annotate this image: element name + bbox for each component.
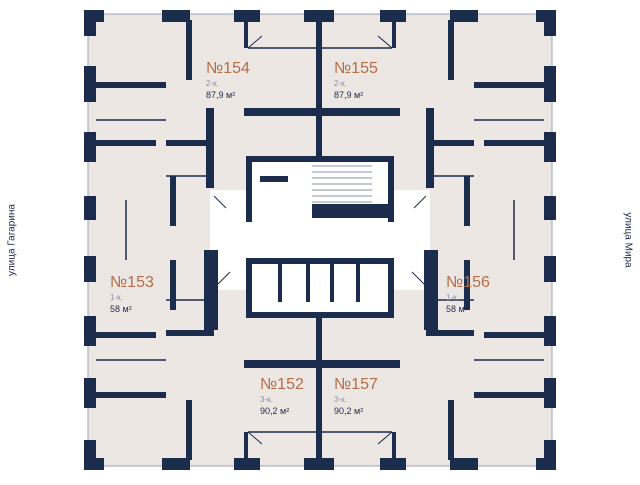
apartment-area: 87,9 м² (206, 90, 236, 100)
apartment-type: 3-к. (260, 395, 273, 404)
apartment-156[interactable]: №156 1-к. 58 м² (446, 274, 490, 315)
apartment-number: №156 (446, 274, 490, 291)
apartment-area: 90,2 м² (334, 406, 364, 416)
apartment-number: №157 (334, 376, 378, 393)
apartment-154[interactable]: №154 2-к. 87,9 м² (206, 60, 250, 101)
apartment-number: №152 (260, 376, 304, 393)
apartment-type: 2-к. (334, 79, 347, 88)
partitions (96, 47, 544, 433)
apartment-number: №153 (110, 274, 154, 291)
walls (84, 10, 556, 470)
apartment-area: 87,9 м² (334, 90, 364, 100)
apartment-type: 2-к. (206, 79, 219, 88)
apartment-area: 90,2 м² (260, 406, 290, 416)
staircase (312, 165, 372, 203)
apartment-153[interactable]: №153 1-к. 58 м² (110, 274, 154, 315)
apartment-number: №155 (334, 60, 378, 77)
apartment-area: 58 м² (446, 304, 468, 314)
apartment-area: 58 м² (110, 304, 132, 314)
elevator-block (246, 262, 394, 318)
apartment-type: 3-к. (334, 395, 347, 404)
apartment-157[interactable]: №157 3-к. 90,2 м² (334, 376, 378, 417)
apartment-type: 1-к. (110, 293, 123, 302)
apartment-155[interactable]: №155 2-к. 87,9 м² (334, 60, 378, 101)
street-label-left: улица Гагарина (6, 204, 18, 276)
apartment-number: №154 (206, 60, 250, 77)
apartment-type: 1-к. (446, 293, 459, 302)
door-swings (213, 35, 427, 445)
street-label-right: улица Мира (622, 212, 634, 268)
apartment-152[interactable]: №152 3-к. 90,2 м² (260, 376, 304, 417)
